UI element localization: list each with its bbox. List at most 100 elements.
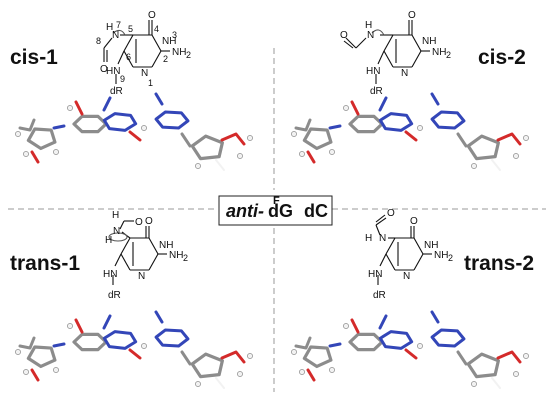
model-hydrogen-atom xyxy=(291,349,297,355)
model-hydrogen-atom xyxy=(15,131,21,137)
structure-trans-2 xyxy=(375,214,432,285)
model-bond xyxy=(52,124,66,130)
svg-text:O: O xyxy=(100,64,108,75)
model-bond xyxy=(430,92,440,106)
model-hydrogen-atom xyxy=(237,371,243,377)
atoms-cis-1: O N H O NH N NH 2 HN dR 8 7 5 4 3 2 1 6 … xyxy=(96,10,191,97)
model-bond xyxy=(102,314,112,330)
model-bond xyxy=(491,159,501,171)
svg-text:N: N xyxy=(138,271,145,282)
model-bond xyxy=(26,127,57,151)
atoms-trans-2: O O N H NH N NH 2 HN dR xyxy=(365,208,453,301)
svg-text:N: N xyxy=(141,68,148,79)
model-bond xyxy=(348,114,384,134)
center-fluoro-superscript: F xyxy=(273,195,280,207)
model-bond xyxy=(154,310,164,324)
model-bond xyxy=(306,368,316,382)
model-bond xyxy=(72,332,108,352)
svg-text:9: 9 xyxy=(120,74,125,84)
model-bond xyxy=(180,132,192,148)
svg-text:7: 7 xyxy=(116,20,121,30)
model-hydrogen-atom xyxy=(299,369,305,375)
model-hydrogen-atom xyxy=(417,125,423,131)
label-trans-2: trans-2 xyxy=(464,252,534,275)
svg-text:O: O xyxy=(145,216,153,227)
svg-text:NH: NH xyxy=(434,250,448,261)
model-hydrogen-atom xyxy=(329,149,335,155)
model-hydrogen-atom xyxy=(471,381,477,387)
model-bond xyxy=(378,112,414,132)
model-bond xyxy=(496,350,522,364)
label-cis-2: cis-2 xyxy=(478,46,526,69)
svg-text:HN: HN xyxy=(103,269,117,280)
model-bond xyxy=(456,132,468,148)
svg-text:N: N xyxy=(367,30,374,41)
model-hydrogen-atom xyxy=(343,323,349,329)
model-3d-cis-2 xyxy=(291,92,529,171)
model-hydrogen-atom xyxy=(247,135,253,141)
structure-cis-1 xyxy=(103,20,170,84)
model-bond xyxy=(30,368,40,382)
model-3d-cis-1 xyxy=(15,92,253,171)
label-trans-1: trans-1 xyxy=(10,252,80,275)
model-bond xyxy=(378,96,388,112)
svg-text:HN: HN xyxy=(366,66,380,77)
svg-text:N: N xyxy=(113,226,120,237)
svg-text:NH: NH xyxy=(172,47,186,58)
atoms-trans-1: H O O N H NH N NH 2 HN dR xyxy=(103,210,188,301)
model-bond xyxy=(220,132,246,146)
model-bond xyxy=(466,352,500,379)
svg-text:NH: NH xyxy=(432,47,446,58)
model-hydrogen-atom xyxy=(53,367,59,373)
model-3d-trans-1 xyxy=(15,310,253,389)
model-bond xyxy=(102,330,138,350)
svg-text:HN: HN xyxy=(368,269,382,280)
model-bond xyxy=(215,159,225,171)
model-bond xyxy=(430,328,466,348)
model-hydrogen-atom xyxy=(299,151,305,157)
model-hydrogen-atom xyxy=(141,343,147,349)
model-bond xyxy=(350,100,360,116)
model-bond xyxy=(154,328,190,348)
center-label-box: anti- F dG dC xyxy=(218,195,333,226)
model-bond xyxy=(74,318,84,334)
svg-text:4: 4 xyxy=(154,24,159,34)
svg-text:dR: dR xyxy=(108,290,121,301)
model-bond xyxy=(18,118,36,132)
svg-text:H: H xyxy=(105,235,112,246)
model-bond xyxy=(180,350,192,366)
model-bond xyxy=(74,100,84,116)
svg-text:NH: NH xyxy=(169,250,183,261)
model-bond xyxy=(72,114,108,134)
center-dC-label: dC xyxy=(304,201,328,221)
model-hydrogen-atom xyxy=(237,153,243,159)
svg-text:N: N xyxy=(401,68,408,79)
svg-text:8: 8 xyxy=(96,36,101,46)
model-hydrogen-atom xyxy=(195,163,201,169)
model-bond xyxy=(128,348,142,360)
structure-trans-1 xyxy=(108,220,167,285)
svg-text:NH: NH xyxy=(422,36,436,47)
model-bond xyxy=(190,134,224,161)
svg-text:1: 1 xyxy=(148,78,153,88)
svg-text:H: H xyxy=(365,20,372,31)
model-hydrogen-atom xyxy=(67,105,73,111)
model-bond xyxy=(26,345,57,369)
svg-text:H: H xyxy=(112,210,119,221)
model-hydrogen-atom xyxy=(513,371,519,377)
model-bond xyxy=(328,124,342,130)
svg-text:6: 6 xyxy=(126,52,131,62)
model-bond xyxy=(350,318,360,334)
model-hydrogen-atom xyxy=(23,369,29,375)
svg-text:2: 2 xyxy=(448,253,453,263)
svg-text:O: O xyxy=(408,10,416,21)
svg-text:H: H xyxy=(365,233,372,244)
model-bond xyxy=(491,377,501,389)
svg-text:NH: NH xyxy=(159,240,173,251)
svg-text:3: 3 xyxy=(172,30,177,40)
svg-text:dR: dR xyxy=(370,86,383,97)
model-bond xyxy=(378,314,388,330)
svg-text:NH: NH xyxy=(424,240,438,251)
